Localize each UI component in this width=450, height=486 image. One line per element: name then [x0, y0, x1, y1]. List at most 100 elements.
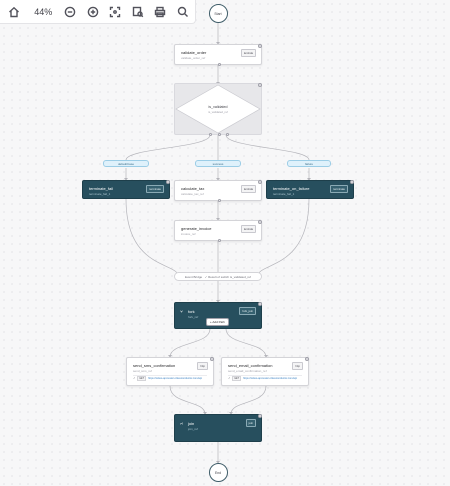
http-url-row: ↗ GET https://orkes-api-tester.orkescond… [228, 375, 302, 381]
task-type-badge: http [292, 362, 303, 370]
task-type-badge: fork_join [239, 307, 256, 315]
add-path-label: Add Path [212, 320, 225, 324]
node-menu-dot[interactable] [210, 357, 214, 361]
branch-label: defaultCase [117, 161, 134, 166]
node-menu-dot[interactable] [258, 83, 262, 87]
task-title: send_sms_confirmation [133, 363, 176, 368]
task-send-sms-confirmation[interactable]: send_sms_confirmation send_sms_ref http … [126, 357, 214, 386]
node-menu-dot[interactable] [305, 357, 309, 361]
home-icon [9, 6, 20, 17]
zoom-out-button[interactable] [60, 2, 81, 22]
search-button[interactable] [173, 2, 194, 22]
branch-label: success [212, 161, 224, 166]
edge-terminate2-join [257, 198, 310, 277]
branch-default-case[interactable]: defaultCase [103, 160, 149, 167]
add-path-button[interactable]: + Add Path [206, 318, 229, 326]
task-ref: terminate_fail_1 [273, 192, 295, 196]
task-terminate-on-failure[interactable]: terminate_on_failure terminate_fail_1 te… [266, 180, 354, 199]
merge-label: Event Bridge ✓ Result of switch is_valid… [185, 274, 251, 279]
home-button[interactable] [4, 2, 25, 22]
end-label: End [214, 470, 222, 475]
branch-failure[interactable]: failure [287, 160, 331, 167]
start-label: Start [214, 11, 222, 16]
branch-success[interactable]: success [195, 160, 241, 167]
edge-fork-email [225, 328, 267, 358]
diamond-shape [175, 84, 261, 134]
switch-is-validated[interactable]: is_validated is_validated_ref [174, 83, 262, 136]
task-type-badge: terminate [330, 185, 348, 193]
search-node-icon [132, 6, 144, 17]
node-menu-dot[interactable] [350, 180, 354, 184]
switch-merge-point: Event Bridge ✓ Result of switch is_valid… [174, 272, 262, 281]
edge-terminate-join [125, 198, 179, 277]
zoom-level: 44% [34, 6, 53, 17]
task-ref: send_email_confirmation_ref [228, 369, 267, 373]
task-ref: validate_order_ref [181, 56, 206, 60]
task-generate-invoice[interactable]: generate_invoice invoice_ref lambda [174, 220, 262, 242]
http-method: GET [137, 376, 147, 381]
search-icon [177, 6, 188, 17]
start-node[interactable]: Start [208, 4, 228, 23]
task-ref: join_ref [188, 427, 198, 431]
node-menu-dot[interactable] [258, 302, 262, 306]
task-terminate-fail[interactable]: terminate_fail terminate_fail_1 terminat… [82, 180, 170, 199]
edge-sms-join [169, 385, 206, 415]
task-title: terminate_fail [89, 186, 114, 191]
link-icon: ↗ [133, 377, 136, 380]
http-method: GET [232, 376, 242, 381]
end-node[interactable]: End [208, 463, 228, 482]
node-menu-dot[interactable] [166, 180, 170, 184]
edge-switch-default [125, 134, 211, 161]
node-menu-dot[interactable] [258, 414, 262, 418]
task-validate-order[interactable]: validate_order validate_order_ref lambda [174, 44, 262, 66]
task-send-email-confirmation[interactable]: send_email_confirmation send_email_confi… [221, 357, 309, 386]
task-join[interactable]: ⑁ join join_ref join [174, 414, 262, 442]
task-ref: calculate_tax_ref [181, 192, 204, 196]
output-handle[interactable] [217, 239, 221, 242]
task-title: join [188, 421, 195, 426]
branch-label: failure [304, 161, 314, 166]
http-url: https://orkes-api-tester.orkesconductor.… [243, 377, 297, 380]
task-ref: invoice_ref [181, 232, 196, 236]
task-calculate-tax[interactable]: calculate_tax calculate_tax_ref lambda [174, 180, 262, 202]
output-handle[interactable] [217, 199, 221, 202]
output-handle[interactable] [217, 63, 221, 66]
fork-icon: ⑂ [180, 309, 184, 315]
http-url-row: ↗ GET https://orkes-api-tester.orkescond… [133, 375, 207, 381]
zoom-in-button[interactable] [83, 2, 104, 22]
edge-switch-failure [225, 134, 310, 161]
output-handle-default[interactable] [209, 133, 212, 136]
task-ref: terminate_fail_1 [89, 192, 111, 196]
search-node-button[interactable] [128, 2, 149, 22]
fit-view-icon [110, 6, 121, 17]
link-icon: ↗ [228, 377, 231, 380]
node-menu-dot[interactable] [258, 220, 262, 224]
task-title: fork [188, 309, 195, 314]
node-menu-dot[interactable] [258, 180, 262, 184]
task-type-badge: lambda [240, 185, 256, 193]
switch-title: is_validated [208, 105, 228, 109]
task-title: calculate_tax [181, 186, 205, 191]
edge-fork-sms [169, 328, 211, 358]
canvas-toolbar: 44% [0, 0, 196, 24]
task-ref: send_sms_ref [133, 369, 152, 373]
task-type-badge: terminate [146, 185, 164, 193]
task-type-badge: http [197, 362, 208, 370]
fit-view-button[interactable] [105, 2, 126, 22]
task-ref: fork_ref [188, 315, 199, 319]
task-type-badge: lambda [240, 225, 256, 233]
switch-ref: is_validated_ref [208, 110, 228, 114]
zoom-in-icon [87, 6, 99, 17]
node-menu-dot[interactable] [258, 44, 262, 48]
task-title: send_email_confirmation [228, 363, 273, 368]
http-url: https://orkes-api-tester.orkesconductor.… [148, 377, 202, 380]
zoom-out-icon [64, 6, 76, 17]
output-handle-failure[interactable] [226, 133, 229, 136]
print-icon [155, 6, 166, 17]
task-type-badge: lambda [240, 49, 256, 57]
output-handle-success[interactable] [217, 133, 221, 136]
print-button[interactable] [150, 2, 171, 22]
task-type-badge: join [245, 419, 256, 427]
edge-email-join [230, 385, 267, 415]
join-icon: ⑁ [180, 421, 184, 427]
